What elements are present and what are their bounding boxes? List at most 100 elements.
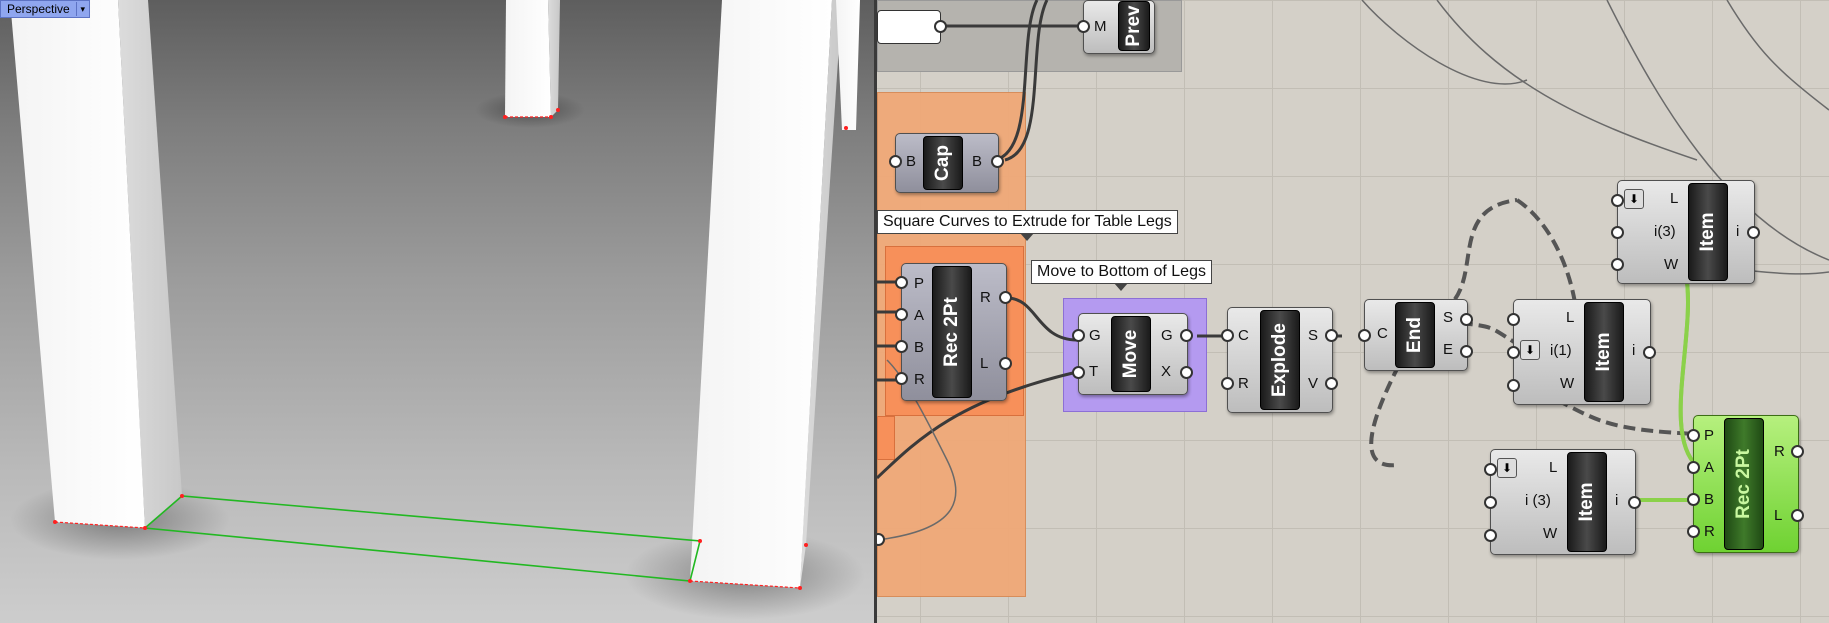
component-core[interactable]: Item — [1584, 302, 1624, 402]
input-grip[interactable] — [1077, 20, 1090, 33]
group-label-move: Move to Bottom of Legs — [1031, 260, 1212, 291]
input-grip[interactable] — [1611, 226, 1624, 239]
explode-component[interactable]: C R Explode S V — [1227, 307, 1333, 413]
input-label-w: W — [1664, 256, 1679, 273]
output-grip[interactable] — [999, 357, 1012, 370]
list-item-component-mid[interactable]: ⬇ L i(1) W Item i — [1513, 299, 1651, 405]
output-grip[interactable] — [1460, 313, 1473, 326]
wire — [877, 370, 1078, 480]
profile-curve[interactable] — [143, 495, 702, 582]
input-grip[interactable] — [1484, 463, 1497, 476]
input-grip[interactable] — [1484, 496, 1497, 509]
list-item-component-top[interactable]: ⬇ L i(3) W Item i — [1617, 180, 1755, 284]
end-component[interactable]: C End S E — [1364, 299, 1468, 371]
component-core[interactable]: Explode — [1260, 310, 1300, 410]
core-label: End — [1404, 317, 1425, 353]
input-grip[interactable] — [895, 372, 908, 385]
panel-output-grip[interactable] — [934, 20, 947, 33]
group-label-square-curves: Square Curves to Extrude for Table Legs — [877, 210, 1178, 241]
panel-splitter[interactable] — [874, 0, 877, 623]
output-grip[interactable] — [1325, 377, 1338, 390]
component-core[interactable]: Rec 2Pt — [932, 266, 972, 398]
cap-component[interactable]: B Cap B — [895, 133, 999, 193]
output-grip[interactable] — [1747, 226, 1760, 239]
input-grip[interactable] — [895, 308, 908, 321]
input-label-p: P — [914, 275, 925, 292]
component-core[interactable]: Prev — [1118, 1, 1150, 51]
viewport-title-tab[interactable]: Perspective ▾ — [0, 0, 90, 18]
input-grip[interactable] — [1072, 366, 1085, 379]
input-label-a: A — [914, 307, 925, 324]
output-label-s: S — [1443, 309, 1454, 326]
output-grip[interactable] — [999, 291, 1012, 304]
input-label-r: R — [914, 371, 925, 388]
output-label-i: i — [1632, 342, 1636, 359]
input-grip[interactable] — [1507, 346, 1520, 359]
output-grip[interactable] — [991, 155, 1004, 168]
output-grip[interactable] — [1628, 496, 1641, 509]
table-leg-left[interactable] — [10, 0, 145, 528]
output-grip[interactable] — [1643, 346, 1656, 359]
input-grip[interactable] — [895, 340, 908, 353]
table-leg-back-side — [548, 0, 560, 117]
input-grip[interactable] — [1358, 329, 1371, 342]
arrow-down-icon[interactable]: ⬇ — [1624, 189, 1644, 209]
output-grip[interactable] — [1791, 509, 1804, 522]
grasshopper-canvas[interactable]: M Prev B Cap B Square Curves to Extrude … — [877, 0, 1829, 623]
panel-input[interactable] — [877, 10, 941, 44]
wire — [1726, 0, 1829, 111]
viewport-dropdown-icon[interactable]: ▾ — [75, 2, 89, 16]
input-grip[interactable] — [1687, 525, 1700, 538]
list-item-component-bottom[interactable]: ⬇ L i (3) W Item i — [1490, 449, 1636, 555]
core-label: Prev — [1123, 5, 1144, 47]
output-label: B — [972, 153, 983, 170]
table-leg-back[interactable] — [505, 0, 551, 117]
output-grip[interactable] — [1460, 345, 1473, 358]
component-core[interactable]: Move — [1111, 316, 1151, 392]
input-label-l: L — [1670, 190, 1679, 207]
input-label-i: i(1) — [1550, 342, 1572, 359]
table-leg-right[interactable] — [690, 0, 832, 588]
rec2pt-component[interactable]: P A B R Rec 2Pt R L — [901, 263, 1007, 401]
output-label-s: S — [1308, 327, 1319, 344]
output-grip[interactable] — [1791, 445, 1804, 458]
preview-component[interactable]: M Prev — [1083, 0, 1155, 54]
input-grip[interactable] — [1507, 379, 1520, 392]
input-grip[interactable] — [1484, 529, 1497, 542]
arrow-down-icon[interactable]: ⬇ — [1520, 340, 1540, 360]
component-core[interactable]: Item — [1567, 452, 1607, 552]
component-core[interactable]: Cap — [923, 136, 963, 190]
rec2pt-component-selected[interactable]: P A B R Rec 2Pt R L — [1693, 415, 1799, 553]
input-grip[interactable] — [1687, 461, 1700, 474]
output-grip[interactable] — [877, 533, 885, 546]
input-grip[interactable] — [1507, 313, 1520, 326]
output-grip[interactable] — [1325, 329, 1338, 342]
input-grip[interactable] — [1687, 429, 1700, 442]
rec-inner-small[interactable] — [877, 416, 895, 460]
output-grip[interactable] — [1180, 366, 1193, 379]
input-grip[interactable] — [895, 276, 908, 289]
output-grip[interactable] — [1180, 329, 1193, 342]
input-grip[interactable] — [1611, 194, 1624, 207]
input-label-w: W — [1543, 525, 1558, 542]
input-label-r: R — [1238, 375, 1249, 392]
input-grip[interactable] — [1221, 329, 1234, 342]
component-core[interactable]: Rec 2Pt — [1724, 418, 1764, 550]
input-label-c: C — [1377, 325, 1388, 342]
input-grip[interactable] — [1221, 377, 1234, 390]
input-grip[interactable] — [889, 155, 902, 168]
wire — [994, 0, 1039, 162]
input-grip[interactable] — [1072, 329, 1085, 342]
core-label: Item — [1576, 482, 1597, 522]
component-core[interactable]: End — [1395, 302, 1435, 368]
input-label-t: T — [1089, 363, 1099, 380]
arrow-down-icon[interactable]: ⬇ — [1497, 458, 1517, 478]
input-label-b: B — [914, 339, 925, 356]
wire — [1436, 0, 1698, 161]
perspective-viewport[interactable]: Perspective ▾ — [0, 0, 874, 623]
move-component[interactable]: G T Move G X — [1078, 313, 1188, 395]
input-grip[interactable] — [1611, 258, 1624, 271]
component-core[interactable]: Item — [1688, 183, 1728, 281]
input-grip[interactable] — [1687, 493, 1700, 506]
wire — [1004, 0, 1049, 162]
